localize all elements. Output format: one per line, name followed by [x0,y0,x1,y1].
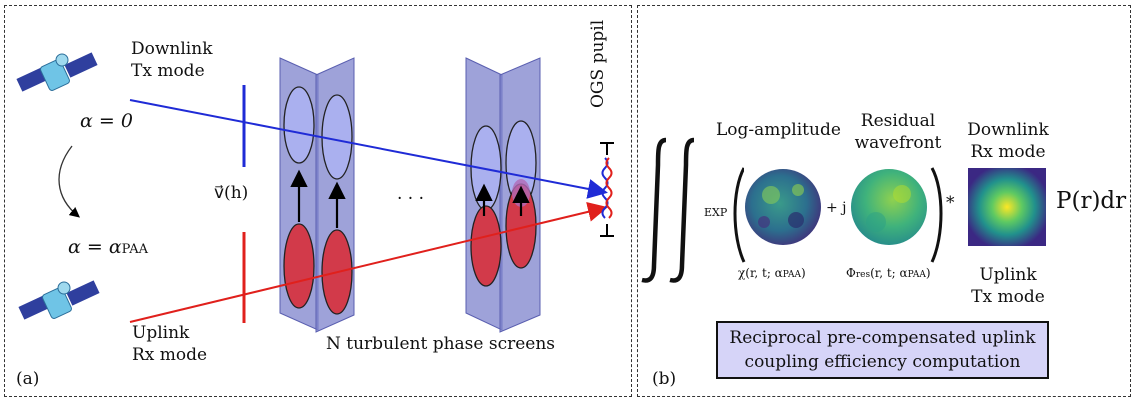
panel-b-diagram [641,137,1046,283]
alpha-paa-label: α = αPAA [68,236,149,258]
double-integral-symbol [641,137,695,283]
velocity-label: v⃗(h) [214,183,249,203]
panel-a-label: (a) [16,369,40,389]
chi-formula: χ(r, t; αPAA) [738,266,806,280]
log-amplitude-label: Log-amplitude [716,120,841,140]
residual-wavefront-label: Residual wavefront [854,111,942,153]
ogs-pupil [600,142,614,237]
uplink-beam [129,202,608,323]
downlink-mode-label: Downlink Tx mode [131,39,213,81]
phase-screen-group-1 [279,57,355,333]
phi-formula: Φres(r, t; αPAA) [846,266,931,280]
computation-note: Reciprocal pre-compensated uplink coupli… [716,321,1049,379]
phase-screen-group-2 [465,57,541,333]
plus-j-label: + j [826,200,847,216]
ogs-pupil-label: OGS pupil [588,19,608,108]
integrand-tail: P(r)dr [1056,188,1127,214]
downlink-rx-label: Downlink Rx mode [967,120,1049,162]
alpha-zero-label: α = 0 [80,110,133,132]
ellipsis-label: · · · [397,189,425,209]
uplink-mode-label: Uplink Rx mode [132,323,208,365]
satellite-top-icon [16,52,98,92]
panel-b-label: (b) [652,369,677,389]
downlink-beam [129,99,608,199]
exp-label: EXP [704,206,728,219]
log-amplitude-map [744,168,822,246]
residual-wavefront-map [850,168,928,246]
uplink-tx-label: Uplink Tx mode [971,265,1045,307]
panel-b-frame [637,5,1131,397]
alpha-transition-arrow [58,145,81,218]
panel-a-frame [4,5,632,397]
downlink-rx-mode-map [968,168,1046,246]
phase-screens-caption: N turbulent phase screens [326,334,556,354]
satellite-bottom-icon [18,280,100,320]
right-paren [930,167,943,263]
left-paren [733,167,746,263]
panel-a-diagram [16,52,614,333]
convolution-star: * [946,193,955,213]
